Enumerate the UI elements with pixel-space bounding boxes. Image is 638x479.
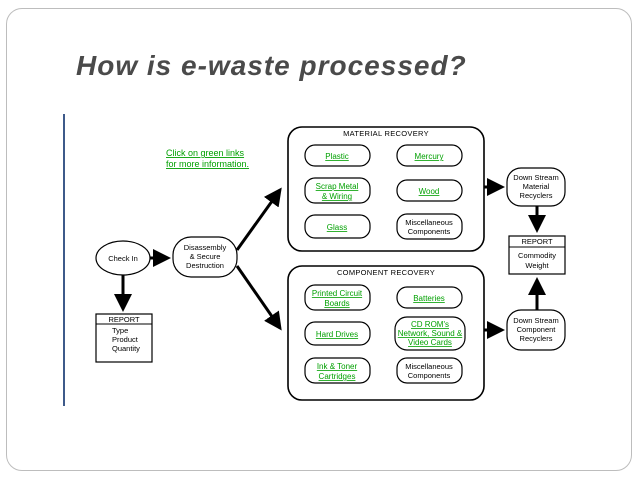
wood-node[interactable]: [396, 179, 463, 202]
mercury-node[interactable]: [396, 144, 463, 167]
hint-line-2[interactable]: for more information.: [166, 159, 249, 169]
glass-link[interactable]: Glass: [327, 223, 347, 232]
cd-rom-node[interactable]: [394, 316, 466, 351]
glass-node[interactable]: [304, 214, 371, 239]
e-waste-process-diagram: Click on green links for more informatio…: [63, 114, 566, 406]
report-commodity-box: [508, 235, 566, 275]
component-recyclers-line-1: Down Stream: [513, 316, 558, 325]
component-misc-line-1: Miscellaneous: [405, 362, 453, 371]
disassembly-line-2: & Secure: [190, 252, 221, 261]
material-recyclers-line-2: Material: [523, 182, 550, 191]
check-in-label: Check In: [108, 254, 138, 263]
printed-circuit-link-2[interactable]: Boards: [324, 299, 349, 308]
report-commodity-header: REPORT: [521, 237, 553, 246]
component-misc-line-2: Components: [408, 371, 451, 380]
wood-link[interactable]: Wood: [419, 187, 440, 196]
hard-drives-node[interactable]: [304, 321, 371, 346]
material-recyclers-line-1: Down Stream: [513, 173, 558, 182]
hint-line-1[interactable]: Click on green links: [166, 148, 245, 158]
ink-toner-link-2[interactable]: Cartridges: [319, 372, 356, 381]
report-product-item: Product: [112, 335, 139, 344]
component-recyclers-line-2: Component: [517, 325, 557, 334]
arrow-to-material-recovery: [235, 187, 282, 251]
material-recyclers-line-3: Recyclers: [520, 191, 553, 200]
cd-rom-link-2[interactable]: Network, Sound &: [398, 329, 463, 338]
cd-rom-link-1[interactable]: CD ROM's: [411, 320, 449, 329]
scrap-metal-node[interactable]: [304, 177, 371, 204]
material-misc-line-1: Miscellaneous: [405, 218, 453, 227]
material-misc-line-2: Components: [408, 227, 451, 236]
hard-drives-link[interactable]: Hard Drives: [316, 330, 358, 339]
report-type-box: [95, 313, 153, 363]
plastic-node[interactable]: [304, 144, 371, 167]
component-recyclers-line-3: Recyclers: [520, 334, 553, 343]
disassembly-node: [172, 236, 238, 278]
cd-rom-link-3[interactable]: Video Cards: [408, 338, 452, 347]
mercury-link[interactable]: Mercury: [415, 152, 444, 161]
plastic-link[interactable]: Plastic: [325, 152, 349, 161]
slide-title: How is e-waste processed?: [76, 50, 467, 81]
batteries-node[interactable]: [396, 286, 463, 309]
ink-toner-link-1[interactable]: Ink & Toner: [317, 362, 358, 371]
report-type-item: Type: [112, 326, 128, 335]
scrap-metal-link-1[interactable]: Scrap Metal: [316, 182, 359, 191]
material-recovery-header: MATERIAL RECOVERY: [343, 129, 429, 138]
component-misc-node: [396, 357, 463, 384]
disassembly-line-1: Disassembly: [184, 243, 227, 252]
disassembly-line-3: Destruction: [186, 261, 224, 270]
report-commodity-item: Commodity: [518, 251, 556, 260]
report-weight-item: Weight: [525, 261, 549, 270]
batteries-link[interactable]: Batteries: [413, 294, 445, 303]
printed-circuit-link-1[interactable]: Printed Circuit: [312, 289, 363, 298]
arrow-to-component-recovery: [235, 265, 282, 331]
report-type-header: REPORT: [108, 315, 140, 324]
report-quantity-item: Quantity: [112, 344, 140, 353]
component-recovery-header: COMPONENT RECOVERY: [337, 268, 435, 277]
scrap-metal-link-2[interactable]: & Wiring: [322, 192, 352, 201]
ink-toner-node[interactable]: [304, 357, 371, 384]
material-misc-node: [396, 213, 463, 240]
printed-circuit-node[interactable]: [304, 284, 371, 311]
